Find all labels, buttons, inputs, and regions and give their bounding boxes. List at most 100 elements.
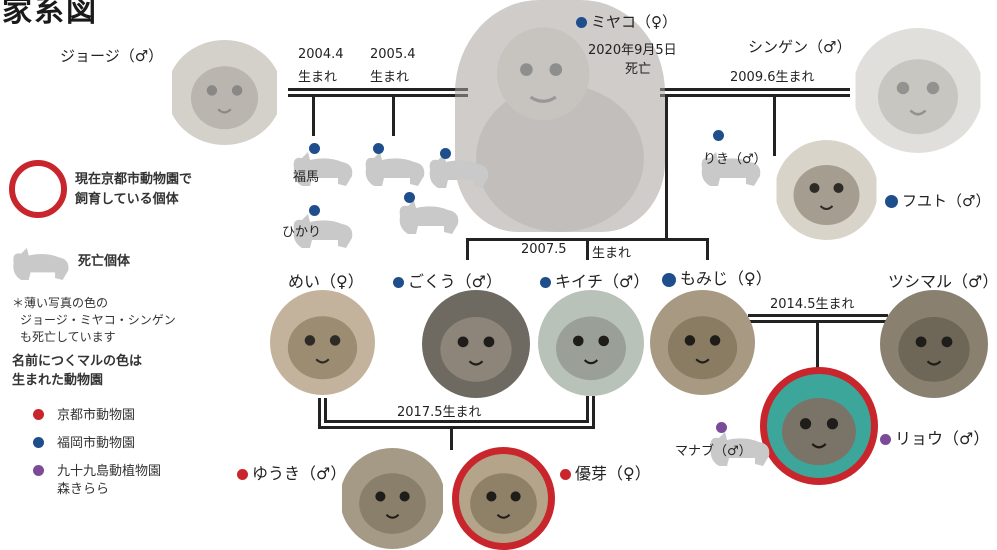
fukuoka-dot: [373, 143, 384, 154]
fukuma-name: 福馬: [293, 166, 319, 185]
deceased-cat-icon: [705, 428, 773, 472]
gokuu-portrait: [422, 290, 530, 398]
legend-ring-text-2: 飼育している個体: [75, 192, 179, 207]
line-mei-kiichi-left-2: [324, 398, 327, 422]
futo-portrait: [775, 140, 878, 240]
fukuoka-dot: [309, 143, 320, 154]
drop-2014: [816, 320, 819, 370]
fukuoka-dot: [885, 195, 898, 208]
george-portrait: [167, 40, 282, 145]
drop-2005: [392, 96, 395, 136]
yuga-portrait: [453, 448, 554, 549]
ryou-name-text: リョウ（♂）: [895, 429, 990, 448]
deceased-cat-icon: [288, 210, 356, 254]
deceased-cat-icon: [360, 148, 428, 192]
riki-name: りき（♂）: [703, 152, 767, 167]
ryou-portrait: [763, 370, 875, 482]
tsushimaru-portrait: [880, 290, 988, 398]
line-george-miyako-2: [288, 94, 468, 97]
fukuoka-dot: [393, 277, 404, 288]
futo-name: フユト（♂）: [885, 190, 990, 211]
line-mei-kiichi-right: [592, 396, 595, 428]
legend-zoo-kujukushima-2: 森きらら: [57, 482, 110, 497]
hikari-name: ひかり: [282, 225, 322, 240]
miyako-photo: [455, 0, 665, 232]
kujukushima-dot: [880, 434, 891, 445]
deceased-cat-icon: [288, 148, 356, 192]
fukuoka-dot: [662, 272, 676, 287]
line-george-miyako: [288, 88, 468, 91]
date-2007-a: 2007.5: [521, 242, 567, 257]
yuuki-name-text: ゆうき（♂）: [252, 464, 347, 483]
drop-2009: [773, 96, 776, 156]
kujukushima-dot: [33, 465, 44, 476]
deceased-cat-icon: [696, 148, 764, 192]
legend-note-3: も死亡しています: [20, 330, 116, 344]
miyako-name: ミヤコ（♀）: [576, 11, 677, 32]
drop-momiji: [706, 238, 709, 260]
drop-2004: [312, 96, 315, 136]
date-2017: 2017.5生まれ: [397, 405, 482, 420]
shingen-name: シンゲン（♂）: [748, 38, 852, 56]
deceased-cat-icon: [424, 150, 492, 194]
deceased-cat-icon: [394, 196, 462, 240]
gokuu-name: ごくう（♂）: [393, 268, 502, 292]
yuga-name-text: 優芽（♀）: [575, 464, 651, 483]
legend-note-1: ＊薄い写真の色の: [12, 296, 109, 310]
kyoto-dot: [33, 409, 44, 420]
miyako-death-label: 死亡: [625, 62, 652, 77]
momiji-name: もみじ（♀）: [662, 265, 772, 289]
line-momiji-tsushimaru: [748, 314, 888, 317]
legend-ring: [9, 160, 67, 218]
kyoto-dot: [237, 469, 248, 480]
mei-name: めい（♀）: [288, 272, 364, 291]
kiichi-portrait: [538, 290, 644, 396]
drop-2017: [450, 428, 453, 450]
tsushimaru-name: ツシマル（♂）: [888, 272, 997, 291]
legend-deceased: 死亡個体: [78, 254, 131, 269]
date-2009: 2009.6生まれ: [730, 70, 815, 85]
futo-name-text: フユト（♂）: [902, 192, 991, 210]
kyoto-dot: [560, 469, 571, 480]
legend-ring-text-1: 現在京都市動物園で: [75, 172, 193, 187]
fukuoka-dot: [404, 192, 415, 203]
legend-zoo-kyoto: 京都市動物園: [57, 408, 136, 423]
yuga-name: 優芽（♀）: [560, 460, 651, 484]
line-miyako-shingen-2: [660, 94, 850, 97]
legend-note-2: ジョージ・ミヤコ・シンゲン: [20, 313, 176, 327]
manabu-name: マナブ（♂）: [675, 444, 752, 459]
line-mei-kiichi-2: [324, 420, 589, 423]
deceased-cat-icon: [8, 244, 72, 286]
george-name: ジョージ（♂）: [60, 47, 164, 65]
page-title: 家系図: [2, 0, 98, 29]
date-2014: 2014.5生まれ: [770, 297, 855, 312]
momiji-name-text: もみじ（♀）: [680, 269, 772, 288]
drop-2007: [665, 96, 668, 238]
drop-gokuu: [466, 238, 469, 260]
fukuoka-dot: [33, 437, 44, 448]
line-mei-kiichi-left: [318, 398, 321, 428]
line-mei-kiichi: [318, 426, 595, 429]
kiichi-name: キイチ（♂）: [540, 268, 649, 292]
legend-zoo-kujukushima-1: 九十九島動植物園: [57, 464, 162, 479]
date-2004-a: 2004.4: [298, 47, 344, 62]
date-2007-b: 生まれ: [592, 246, 632, 261]
fukuma-text: 福馬: [293, 170, 320, 185]
yuuki-portrait: [340, 448, 445, 549]
mei-portrait: [270, 290, 375, 395]
kiichi-name-text: キイチ（♂）: [555, 272, 650, 291]
ryou-name: リョウ（♂）: [880, 425, 989, 449]
date-2005-b: 生まれ: [370, 70, 410, 85]
fukuoka-dot: [309, 205, 320, 216]
miyako-name-text: ミヤコ（♀）: [591, 13, 677, 31]
date-2004-b: 生まれ: [298, 70, 338, 85]
date-2005-a: 2005.4: [370, 47, 416, 62]
yuuki-name: ゆうき（♂）: [237, 460, 346, 484]
legend-color-title-2: 生まれた動物園: [12, 373, 104, 388]
momiji-portrait: [650, 290, 755, 395]
fukuoka-dot: [713, 130, 724, 141]
kujukushima-dot: [716, 422, 727, 433]
fukuoka-dot: [440, 148, 451, 159]
fukuoka-dot: [540, 277, 551, 288]
